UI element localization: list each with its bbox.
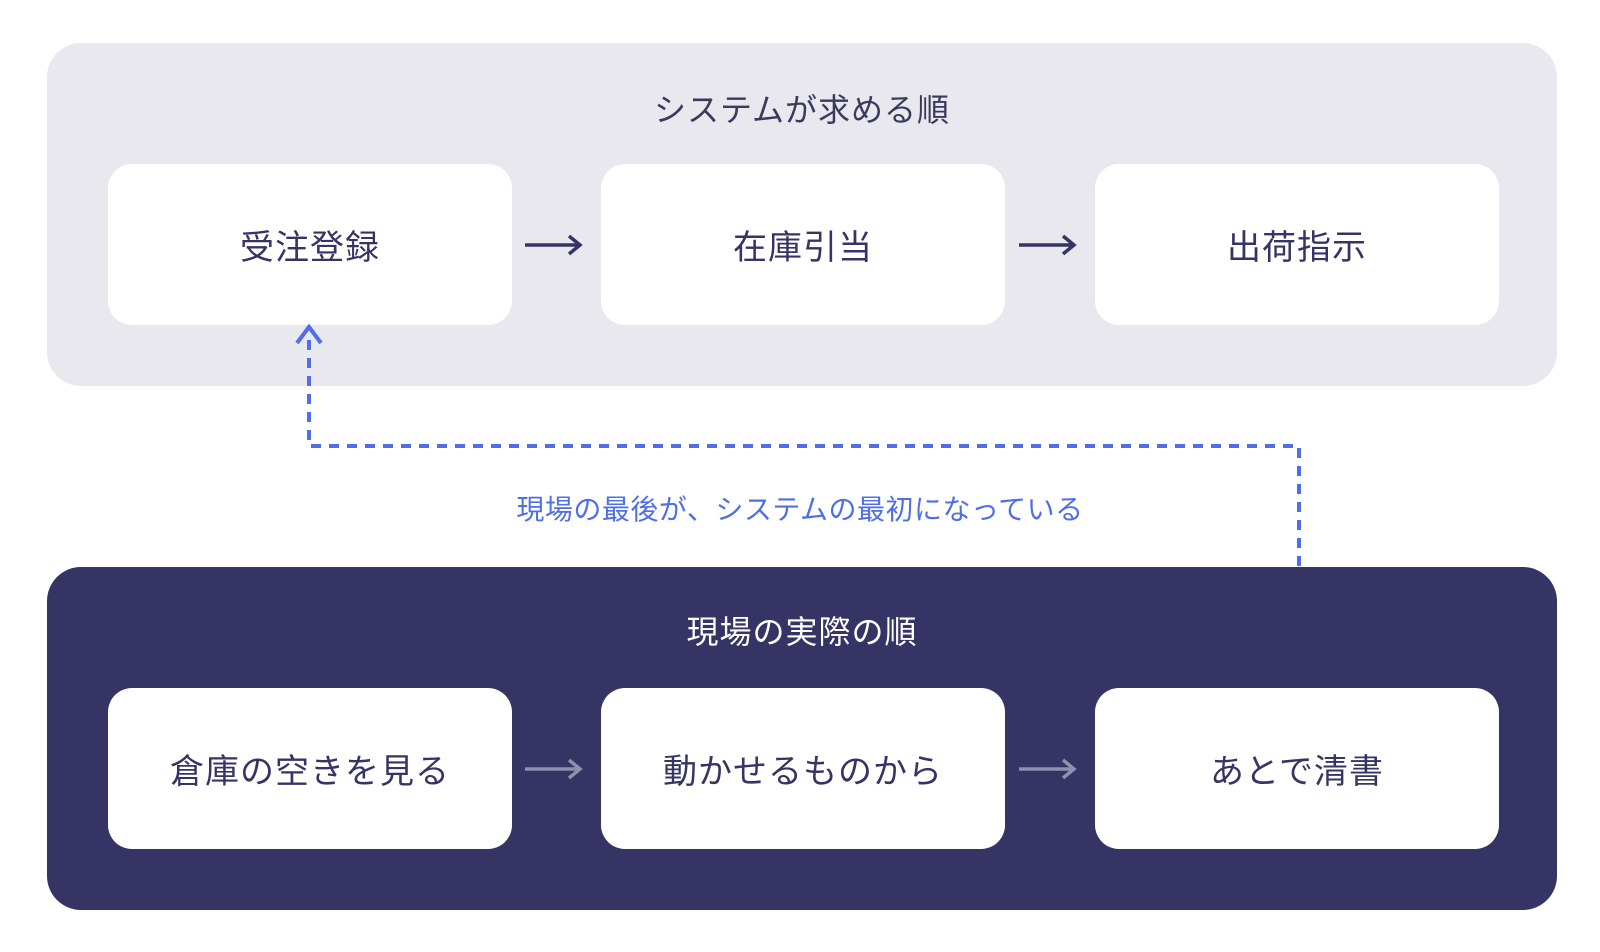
- arrow-right-icon: [1019, 758, 1077, 780]
- field-order-panel: 現場の実際の順 倉庫の空きを見る 動かせるものから あとで清書: [47, 567, 1557, 910]
- arrow-right-icon: [525, 758, 583, 780]
- system-order-panel: システムが求める順 受注登録 在庫引当 出荷指示: [47, 43, 1557, 386]
- arrow-right-icon: [525, 234, 583, 256]
- connector-note: 現場の最後が、システムの最初になっている: [516, 493, 1084, 526]
- step-order-registration: 受注登録: [108, 164, 512, 325]
- system-order-title: システムが求める順: [653, 91, 951, 129]
- arrow-right-icon: [1019, 234, 1077, 256]
- step-inventory-allocation: 在庫引当: [601, 164, 1005, 325]
- step-shipping-instruction: 出荷指示: [1095, 164, 1499, 325]
- field-order-title: 現場の実際の順: [686, 613, 918, 651]
- step-move-what-can-move: 動かせるものから: [601, 688, 1005, 849]
- step-clean-copy-later: あとで清書: [1095, 688, 1499, 849]
- step-check-warehouse-space: 倉庫の空きを見る: [108, 688, 512, 849]
